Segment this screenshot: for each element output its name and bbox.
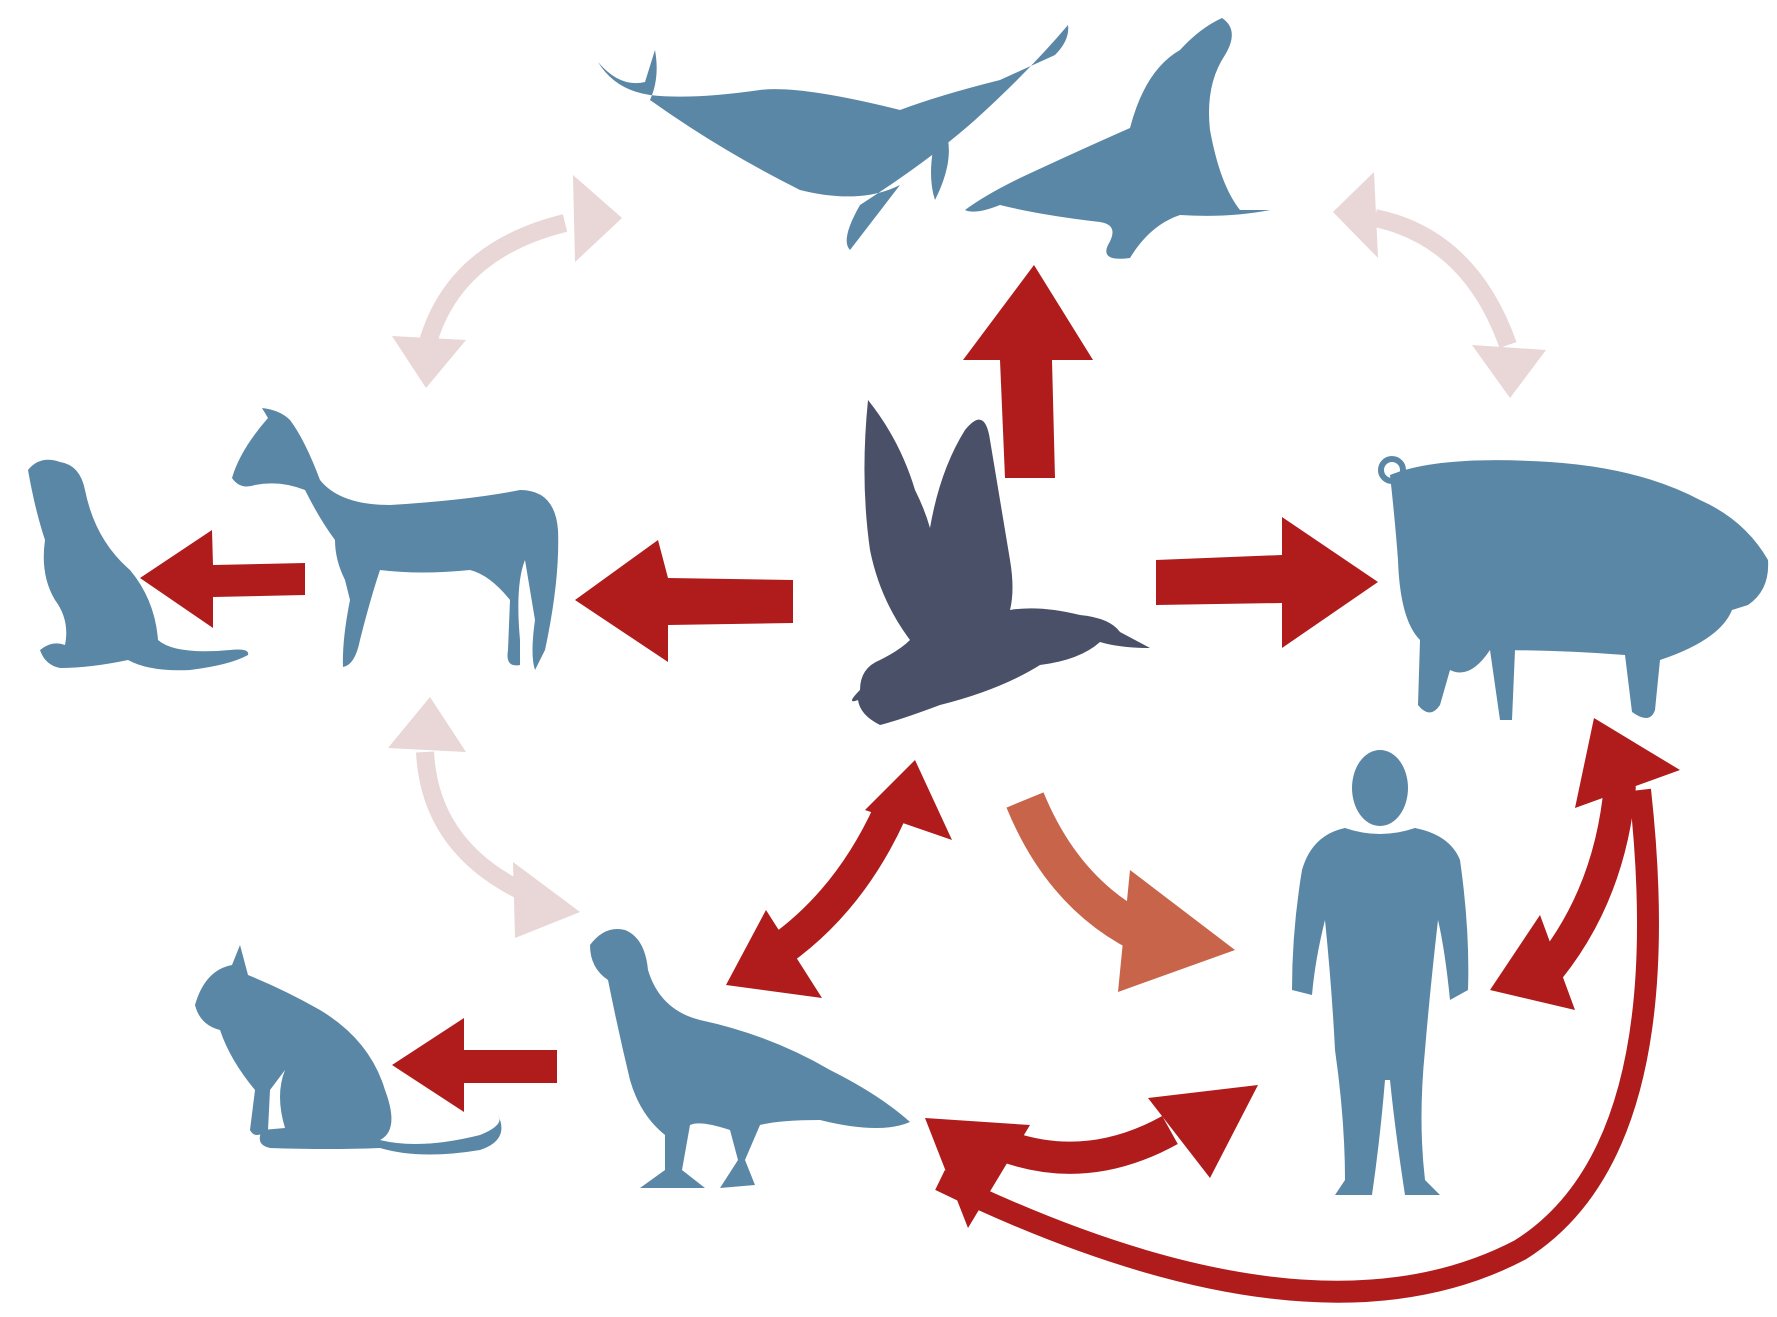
horse-chicken-pale-arrow <box>388 697 580 938</box>
duck-icon <box>852 400 1150 725</box>
duck-human-limited-arrow <box>1025 800 1235 992</box>
duck-pig-arrow <box>1156 517 1378 648</box>
human-icon <box>1292 750 1468 1195</box>
horse-dog-arrow <box>140 530 305 628</box>
seal-icon <box>965 18 1270 259</box>
pig-icon <box>1381 459 1768 720</box>
horse-icon <box>232 408 558 670</box>
chicken-cat-arrow <box>392 1018 557 1112</box>
duck-horse-arrow <box>575 540 793 662</box>
seal-pig-pale-arrow <box>1333 172 1546 398</box>
whale-icon <box>598 25 1068 250</box>
duck-chicken-double-arrow <box>726 760 952 998</box>
horse-whale-pale-arrow <box>392 175 622 388</box>
